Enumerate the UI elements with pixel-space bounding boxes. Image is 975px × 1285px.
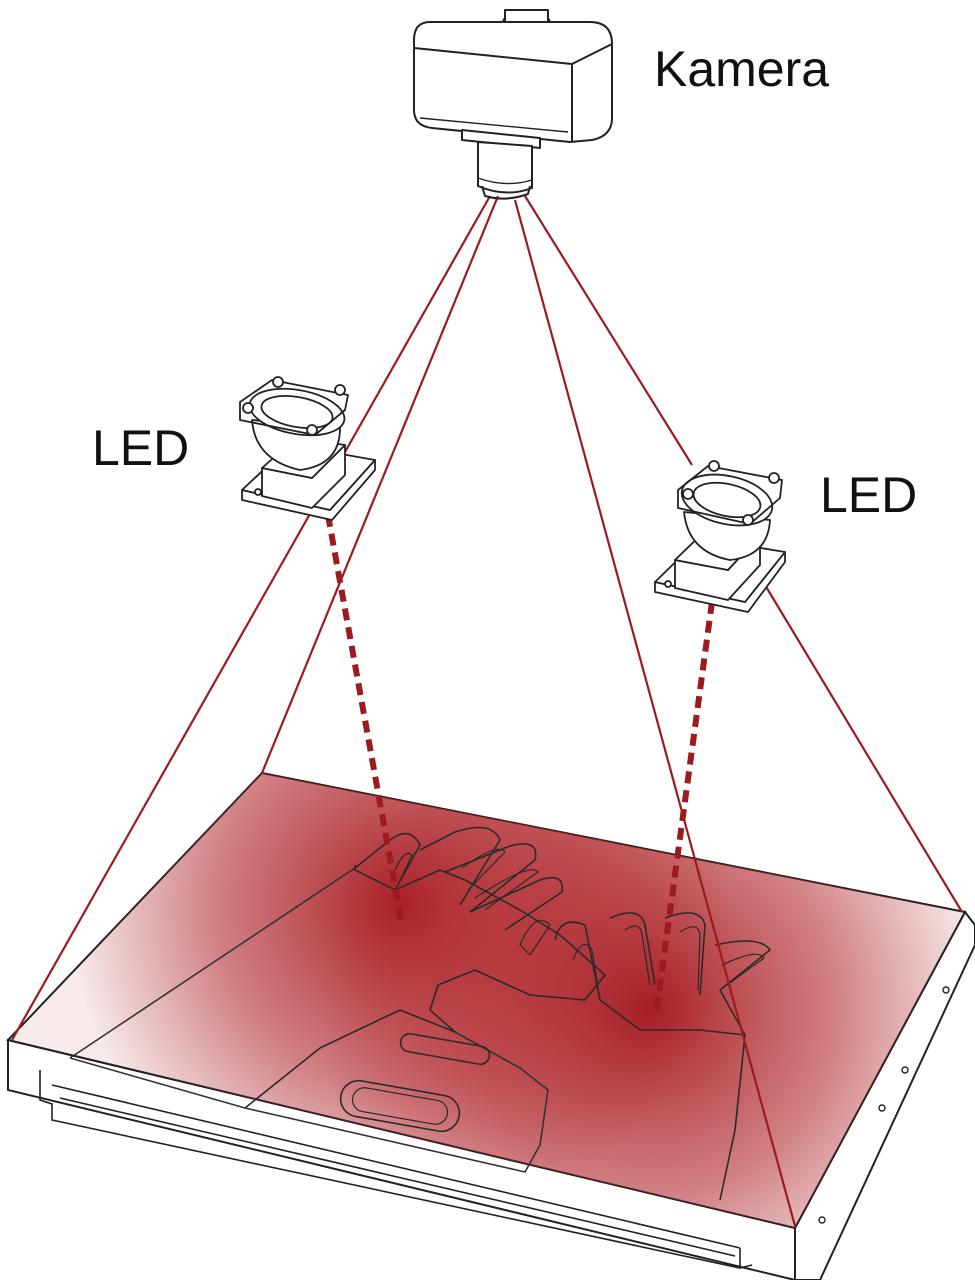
camera-field-of-view — [11, 195, 963, 1227]
camera-beam-4b — [764, 584, 963, 913]
camera-beam-1 — [11, 195, 491, 1041]
camera-beam-2 — [260, 195, 500, 774]
camera-beam-4 — [524, 195, 693, 466]
tray-side-screws — [818, 986, 950, 1224]
camera-beam-3 — [513, 199, 797, 1227]
camera-device — [413, 9, 613, 200]
tray-bottom-channel — [39, 1070, 753, 1269]
hand-cutout — [244, 826, 771, 1201]
led-right-label: LED — [820, 467, 918, 523]
led-right-device — [654, 460, 786, 613]
illumination-glow — [8, 773, 965, 1228]
led-beam-right — [653, 601, 715, 1016]
hand-tray — [6, 771, 975, 1282]
led-beam-left — [325, 514, 405, 926]
led-left-device — [239, 376, 376, 521]
led-light-beams — [325, 514, 715, 1016]
camera-label: Kamera — [654, 41, 830, 97]
led-left-label: LED — [92, 420, 190, 476]
tray-inner-rim — [69, 867, 356, 1059]
